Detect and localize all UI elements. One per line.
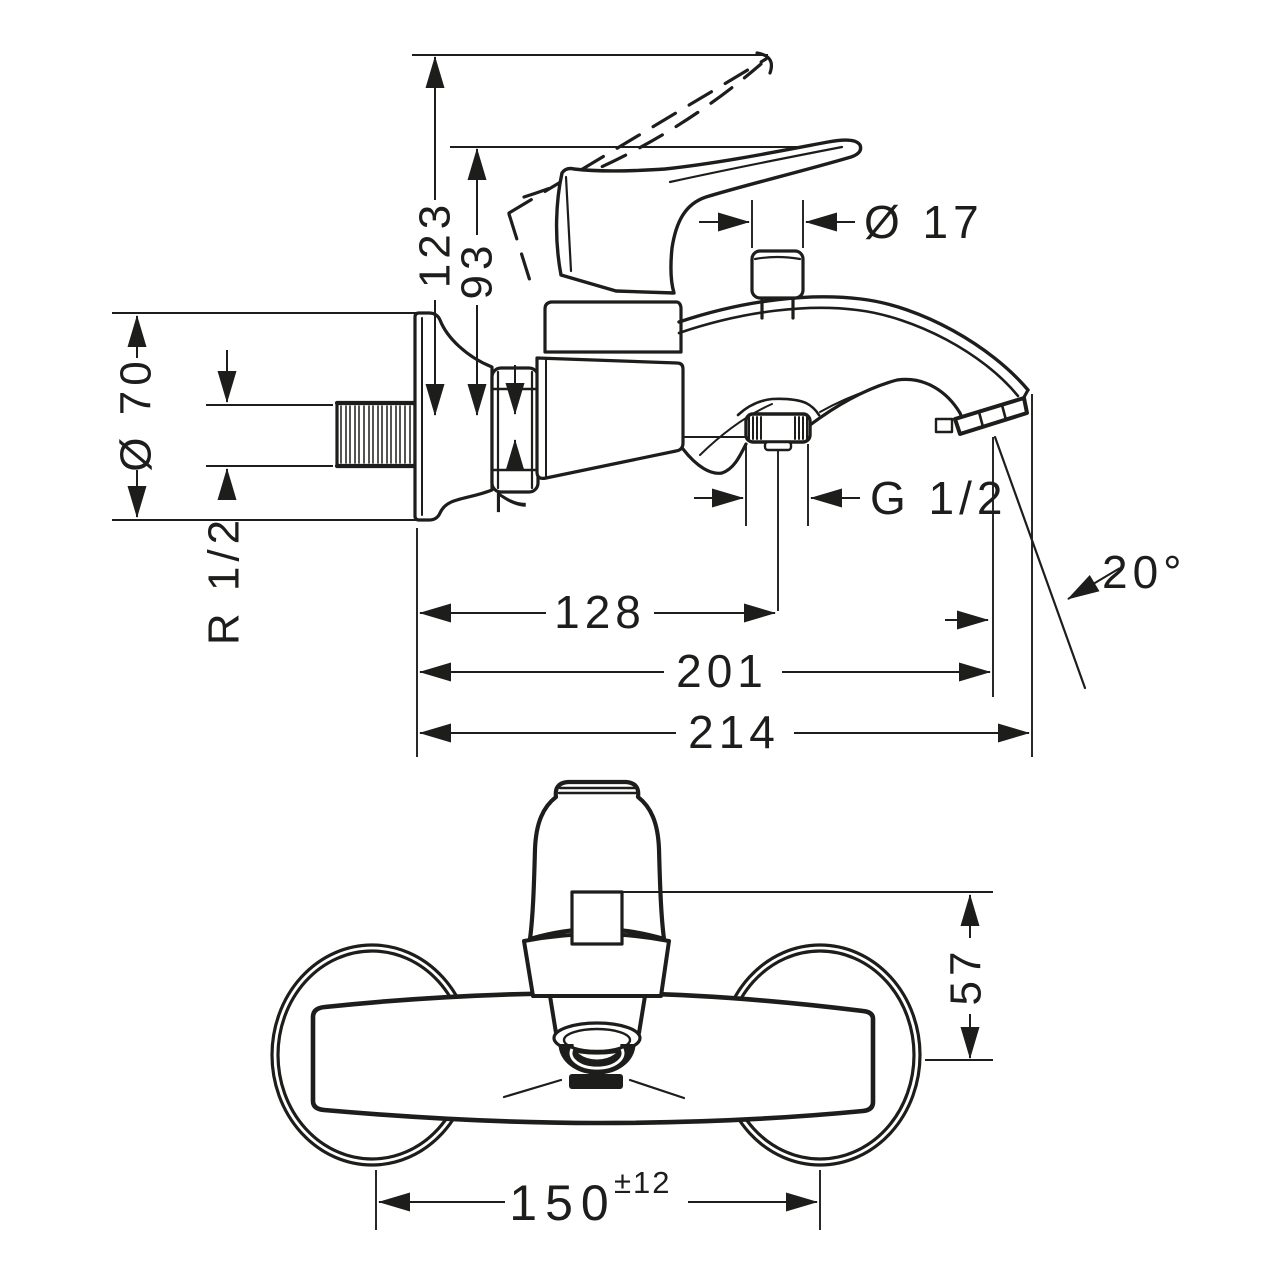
dim-inlet-thread: R 1/2 bbox=[200, 350, 249, 645]
dim-57-label: 57 bbox=[942, 947, 991, 1006]
hose-connector bbox=[736, 397, 821, 452]
dim-spout-angle: 20° bbox=[945, 435, 1187, 690]
dim-hose-thread: G 1/2 bbox=[694, 472, 1008, 524]
spout bbox=[677, 295, 1030, 475]
dim-214: 214 bbox=[419, 706, 1030, 758]
lever-handle-raised-dashed bbox=[507, 51, 774, 283]
dim-flange-diameter: Ø 70 bbox=[112, 315, 161, 518]
dim-knob-diameter: Ø 17 bbox=[699, 196, 984, 248]
handle-stem bbox=[570, 890, 624, 946]
dim-inlet-thread-label: R 1/2 bbox=[200, 515, 249, 645]
lever-handle bbox=[554, 138, 863, 295]
diverter-knob bbox=[750, 249, 805, 320]
wall-flange bbox=[413, 311, 494, 522]
body-bar bbox=[310, 990, 876, 1126]
dim-hose-thread-label: G 1/2 bbox=[870, 472, 1008, 524]
aerator-face bbox=[569, 1074, 623, 1089]
aerator-tip bbox=[934, 396, 1029, 436]
plan-view: 57 150 ±12 bbox=[270, 779, 993, 1231]
dim-150: 150 ±12 bbox=[375, 1165, 821, 1231]
dim-128: 128 bbox=[419, 586, 776, 638]
dim-93: 93 bbox=[453, 148, 502, 416]
dim-offset-7: 7 bbox=[488, 365, 535, 514]
dim-201: 201 bbox=[419, 645, 991, 697]
valve-body bbox=[535, 300, 685, 480]
side-view: 123 93 Ø 70 R 1/2 7 bbox=[112, 51, 1187, 758]
dim-150-label: 150 bbox=[509, 1175, 616, 1231]
dim-201-label: 201 bbox=[676, 645, 768, 697]
dim-93-label: 93 bbox=[453, 241, 502, 300]
inlet-pipe bbox=[334, 400, 418, 469]
thread-hatching bbox=[340, 405, 411, 464]
dim-57: 57 bbox=[622, 891, 993, 1061]
dim-flange-diameter-label: Ø 70 bbox=[112, 356, 161, 471]
dim-150-tolerance-label: ±12 bbox=[614, 1165, 672, 1200]
dim-123-label: 123 bbox=[411, 200, 460, 288]
dim-123: 123 bbox=[411, 56, 460, 416]
spout-outlet bbox=[502, 994, 686, 1100]
extension-lines bbox=[112, 54, 1033, 757]
connector-ribs bbox=[748, 416, 808, 440]
dim-128-label: 128 bbox=[554, 586, 646, 638]
dim-spout-angle-label: 20° bbox=[1102, 546, 1187, 598]
dim-214-label: 214 bbox=[688, 706, 780, 758]
handle-grip bbox=[522, 779, 671, 998]
dim-offset-7-label: 7 bbox=[488, 486, 535, 514]
dim-knob-diameter-label: Ø 17 bbox=[864, 196, 984, 248]
flow-lines bbox=[502, 1078, 686, 1100]
